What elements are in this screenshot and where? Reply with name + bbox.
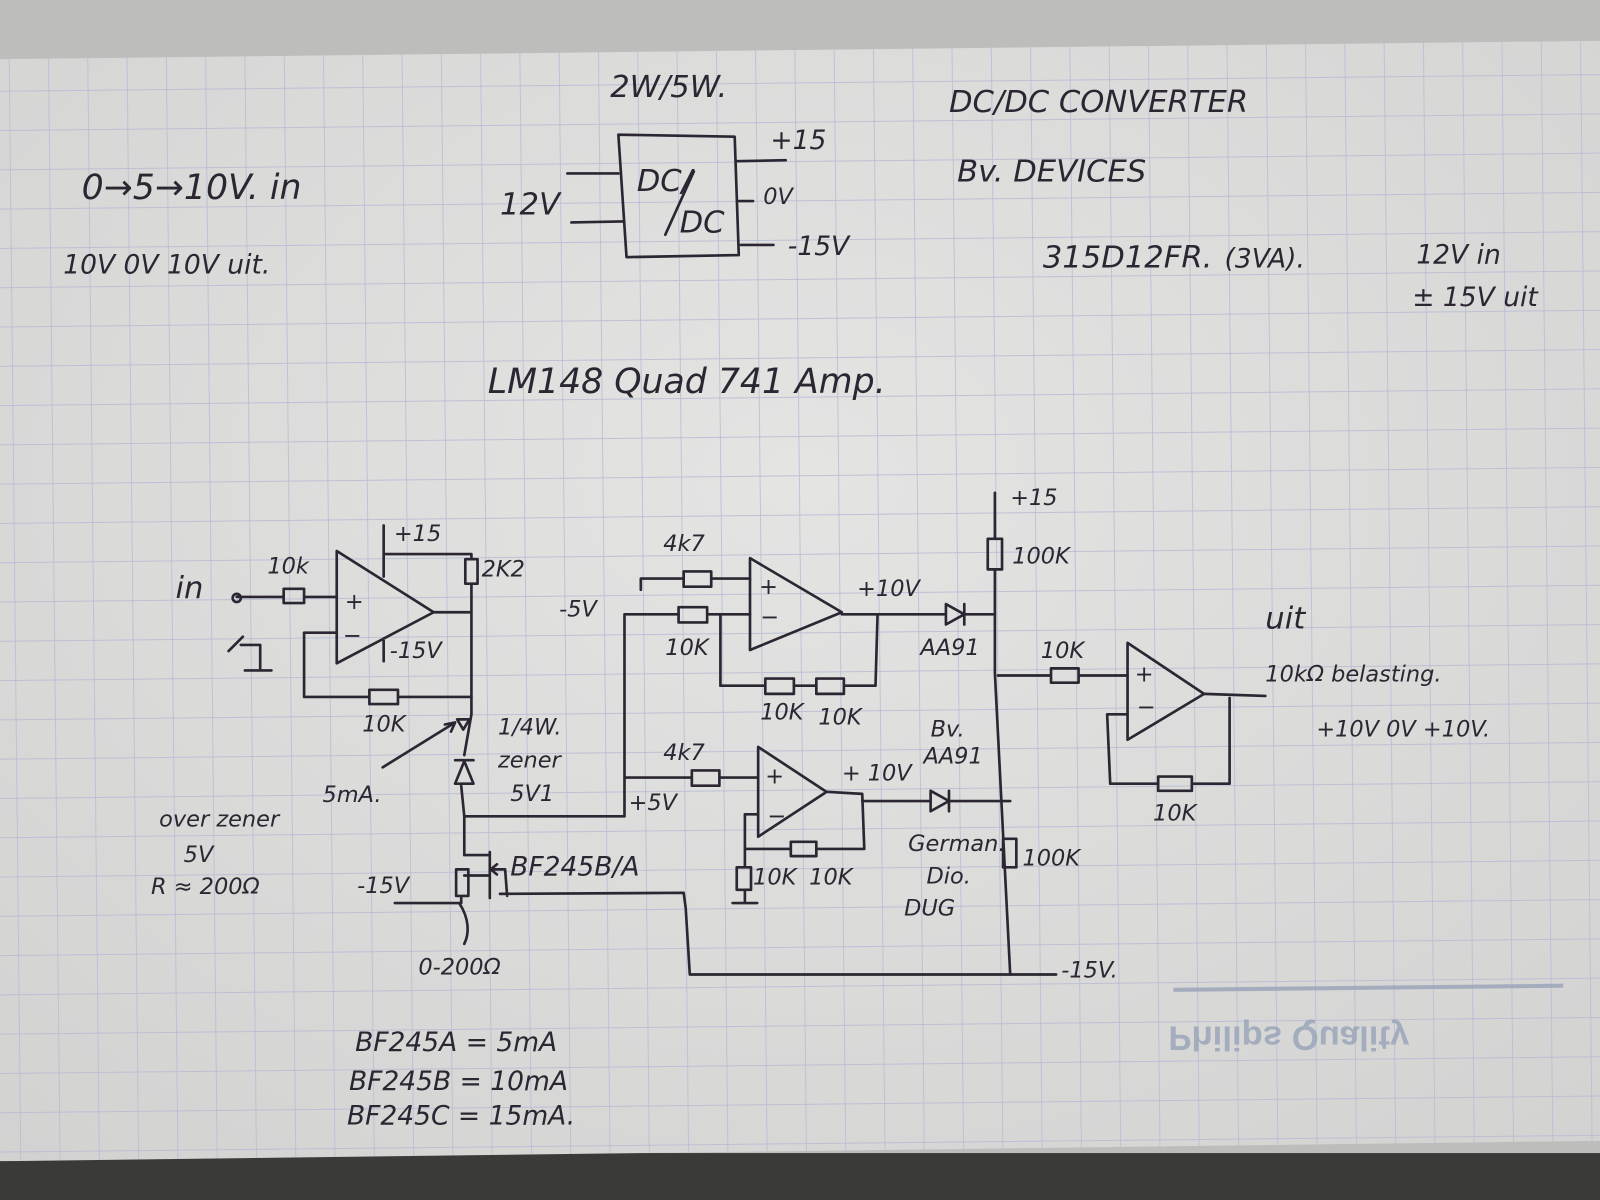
- zener-note-3: R ≈ 200Ω: [151, 874, 260, 900]
- stage1-feedback-resistor-label: 10K: [362, 712, 408, 738]
- zener-note-2: 5V: [184, 842, 215, 868]
- converter-title: DC/DC CONVERTER: [949, 85, 1248, 120]
- stage3-diode-note: Bv.: [931, 717, 965, 743]
- output-feedback-resistor-label: 10K: [1153, 800, 1199, 826]
- stage1-supply-pos: +15: [394, 521, 441, 547]
- bias-supply-pos: +15: [1010, 485, 1057, 511]
- stage2-feedback-resistor1-label: 10K: [760, 699, 806, 725]
- plus-input-sign: +: [759, 574, 778, 600]
- diode-description-3: DUG: [904, 895, 955, 921]
- dcdc-box-label-bottom: DC: [680, 206, 726, 241]
- dcdc-out-pos-label: +15: [770, 125, 826, 156]
- philips-quality-stamp: Philips Quality: [1168, 983, 1564, 1057]
- plus-input-sign: +: [765, 764, 784, 790]
- jfet-supply-label: -15V: [357, 873, 411, 899]
- output-range-label: +10V 0V +10V.: [1316, 717, 1490, 743]
- converter-spec-out: ± 15V uit: [1412, 282, 1539, 313]
- output-load-label: 10kΩ belasting.: [1265, 662, 1441, 688]
- minus-input-sign: −: [767, 803, 786, 829]
- stage2-input-resistor-label: 10K: [665, 635, 711, 661]
- stage2-ref-resistor-label: 4k7: [663, 531, 705, 557]
- stage3-opamp-circuit: + − 4k7 + 10V Bv. AA91 10K 10K German. D…: [663, 717, 1012, 921]
- node-plus-5v-label: +5V: [629, 790, 679, 816]
- jfet-table-row: BF245A = 5mA: [355, 1027, 557, 1058]
- stage1-opamp-circuit: + − in 10k +15 2K2 -15V 10K: [176, 521, 525, 738]
- bias-divider: +15 100K 100K -15V.: [986, 485, 1118, 984]
- stage2-opamp-circuit: + − 4k7 10K +10V AA91 10K 10K: [639, 531, 997, 730]
- stage1-input-resistor-label: 10k: [267, 553, 310, 579]
- opamp-1: [335, 549, 435, 665]
- stage2-feedback-resistor2-label: 10K: [818, 704, 864, 730]
- input-range-note: 0→5→10V. in: [82, 168, 302, 208]
- output-range-note: 10V 0V 10V uit.: [63, 249, 270, 280]
- minus-input-sign: −: [1137, 694, 1156, 720]
- node-minus-5v-label: -5V: [559, 596, 598, 622]
- zener-reference: 1/4W. zener 5V1 5mA. over zener 5V R ≈ 2…: [151, 596, 694, 900]
- stage3-ground-resistor-label: 10K: [753, 865, 799, 891]
- minus-input-sign: −: [760, 604, 779, 630]
- jfet-table-row: BF245B = 10mA: [349, 1066, 568, 1097]
- jfet-pot-label: 0-200Ω: [418, 954, 500, 980]
- stamp-text: Philips Quality: [1168, 1019, 1410, 1057]
- zener-note-1: over zener: [159, 807, 281, 833]
- bias-bottom-resistor-label: 100K: [1022, 845, 1082, 871]
- jfet-current-table: BF245A = 5mA BF245B = 10mA BF245C = 15mA…: [347, 1027, 575, 1131]
- opamp-3: [756, 745, 828, 839]
- stage1-supply-neg: -15V: [390, 638, 444, 664]
- zener-current-label: 5mA.: [322, 782, 381, 808]
- diode-description-1: German.: [908, 831, 1005, 857]
- zener-type-label: zener: [497, 747, 563, 773]
- output-label: uit: [1265, 602, 1306, 637]
- diode-description-2: Dio.: [927, 864, 971, 890]
- stage3-output-label: + 10V: [842, 761, 913, 787]
- table-edge: [0, 1153, 1600, 1200]
- stage3-input-resistor-label: 4k7: [663, 740, 705, 766]
- converter-part-number: 315D12FR.: [1043, 240, 1213, 275]
- opamp-2: [748, 556, 844, 652]
- minus-input-sign: −: [343, 623, 362, 649]
- plus-input-sign: +: [345, 589, 364, 615]
- dcdc-input-label: 12V: [500, 187, 562, 222]
- dcdc-converter-block: 2W/5W. DC/ DC 12V +15 0V -15V: [500, 70, 851, 262]
- stage2-diode-label: AA91: [918, 635, 979, 661]
- bias-top-resistor-label: 100K: [1012, 543, 1072, 569]
- stage3-diode-label: AA91: [921, 743, 982, 769]
- stage3-feedback-resistor-label: 10K: [809, 865, 855, 891]
- bias-supply-neg: -15V.: [1061, 958, 1118, 984]
- converter-supplier: Bv. DEVICES: [957, 155, 1146, 190]
- chip-label: LM148 Quad 741 Amp.: [488, 362, 886, 402]
- dcdc-out-zero-label: 0V: [763, 184, 794, 210]
- dcdc-out-neg-label: -15V: [788, 231, 851, 262]
- dcdc-power-label: 2W/5W.: [610, 70, 727, 105]
- converter-spec-in: 12V in: [1416, 239, 1500, 270]
- zener-power-label: 1/4W.: [498, 715, 562, 741]
- jfet-table-row: BF245C = 15mA.: [347, 1100, 575, 1131]
- opamp-4: [1126, 641, 1206, 742]
- output-stage-circuit: + − 10K 10K uit 10kΩ belasting. +10V 0V …: [996, 602, 1490, 826]
- plus-input-sign: +: [1135, 662, 1154, 688]
- jfet-part-label: BF245B/A: [510, 852, 639, 883]
- input-label: in: [176, 571, 204, 606]
- stage1-pullup-resistor-label: 2K2: [482, 557, 525, 583]
- dcdc-box-label-top: DC/: [637, 164, 696, 199]
- stage2-output-label: +10V: [857, 576, 921, 602]
- zener-voltage-label: 5V1: [510, 781, 554, 807]
- jfet-current-source: BF245B/A -15V 0-200Ω: [357, 815, 1058, 980]
- converter-rating: (3VA).: [1224, 243, 1304, 274]
- output-input-resistor-label: 10K: [1041, 638, 1087, 664]
